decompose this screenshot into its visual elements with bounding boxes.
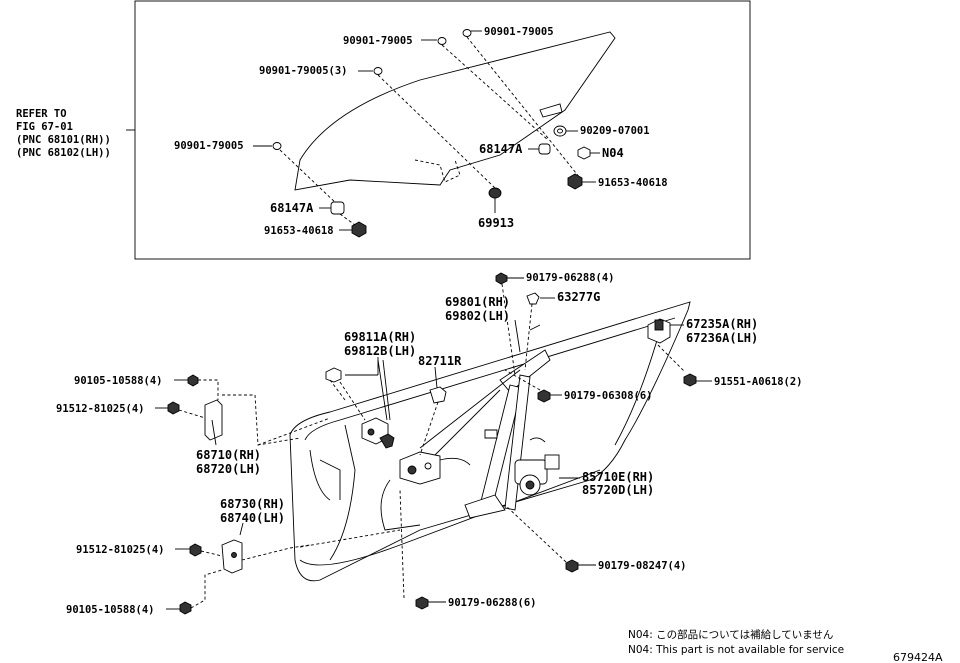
label-n04: N04: [602, 146, 624, 160]
bolt-icon: [567, 173, 583, 190]
label-91551: 91551-A0618(2): [714, 376, 803, 388]
label-68710: 68710(RH): [196, 448, 261, 462]
label-90901-top: 90901-79005: [484, 26, 554, 38]
label-69812: 69812B(LH): [344, 344, 416, 358]
label-68720: 68720(LH): [196, 462, 261, 476]
label-91653-left: 91653-40618: [264, 225, 334, 237]
label-69811: 69811A(RH): [344, 330, 416, 344]
bolt-icon: [683, 373, 697, 387]
regulator-rail-2: [504, 374, 531, 511]
bolt-icon: [187, 374, 199, 387]
label-90105-top: 90105-10588(4): [74, 375, 163, 387]
door-lock-icon: [399, 451, 441, 485]
weatherstrip-clip-icon: [462, 29, 472, 37]
label-68730: 68730(RH): [220, 497, 285, 511]
window-glass: [294, 31, 616, 191]
label-68740: 68740(LH): [220, 511, 285, 525]
label-85710: 85710E(RH): [582, 470, 654, 484]
label-68147-left: 68147A: [270, 201, 314, 215]
bolt-icon: [179, 601, 192, 615]
refer-line-2: FIG 67-01: [16, 121, 73, 133]
washer-icon: [553, 125, 567, 137]
door-hinge-icon: [204, 399, 223, 441]
regulator-rail-top: [499, 349, 551, 393]
glass-spacer-icon: [538, 143, 551, 155]
connector-icon: [429, 386, 447, 404]
label-90105-bot: 90105-10588(4): [66, 604, 155, 616]
nut-icon: [415, 596, 429, 610]
glass-bracket-dash: [414, 159, 461, 183]
weatherstrip-clip-icon: [373, 67, 383, 75]
label-69801: 69801(RH): [445, 295, 510, 309]
label-63277: 63277G: [557, 290, 600, 304]
label-85720: 85720D(LH): [582, 483, 654, 497]
bolt-icon: [351, 221, 367, 238]
door-panel: [289, 301, 691, 582]
label-90901-3: 90901-79005(3): [259, 65, 348, 77]
glass-spacer-icon: [330, 201, 345, 215]
bolt-icon: [167, 401, 180, 415]
bolt-icon: [189, 543, 202, 557]
nut-icon: [495, 272, 508, 285]
door-latch-icon: [647, 318, 671, 344]
nut-icon: [537, 389, 551, 403]
label-91512-top: 91512-81025(4): [56, 403, 145, 415]
label-90179-mid: 90179-06308(6): [564, 390, 653, 402]
glass-stopper-icon: [488, 187, 502, 199]
label-91653-right: 91653-40618: [598, 177, 668, 189]
nut-icon: [565, 559, 579, 573]
refer-line-3: (PNC 68101(RH)): [16, 134, 111, 146]
label-69913: 69913: [478, 216, 514, 230]
label-90179-bot: 90179-06288(6): [448, 597, 537, 609]
refer-line-4: (PNC 68102(LH)): [16, 147, 111, 159]
note-en: N04: This part is not available for serv…: [628, 644, 844, 656]
label-90901-mid: 90901-79005: [343, 35, 413, 47]
label-91512-bot: 91512-81025(4): [76, 544, 165, 556]
label-67235: 67235A(RH): [686, 317, 758, 331]
label-90901-left: 90901-79005: [174, 140, 244, 152]
regulator-base: [464, 494, 506, 519]
lock-cylinder-icon: [325, 367, 342, 383]
glass-channel-tab: [539, 103, 563, 118]
weatherstrip-clip-icon: [272, 142, 282, 150]
label-90179-top: 90179-06288(4): [526, 272, 615, 284]
refer-line-1: REFER TO: [16, 108, 67, 120]
label-68147-right: 68147A: [479, 142, 523, 156]
label-90209: 90209-07001: [580, 125, 650, 137]
nut-icon: [577, 146, 591, 160]
clip-icon: [526, 292, 540, 305]
note-jp: N04: この部品については補給していません: [628, 628, 833, 641]
label-82711: 82711R: [418, 354, 462, 368]
label-69802: 69802(LH): [445, 309, 510, 323]
figure-number: 679424A: [893, 651, 943, 663]
label-90179-low: 90179-08247(4): [598, 560, 687, 572]
weatherstrip-clip-icon: [437, 37, 447, 45]
label-67236: 67236A(LH): [686, 331, 758, 345]
